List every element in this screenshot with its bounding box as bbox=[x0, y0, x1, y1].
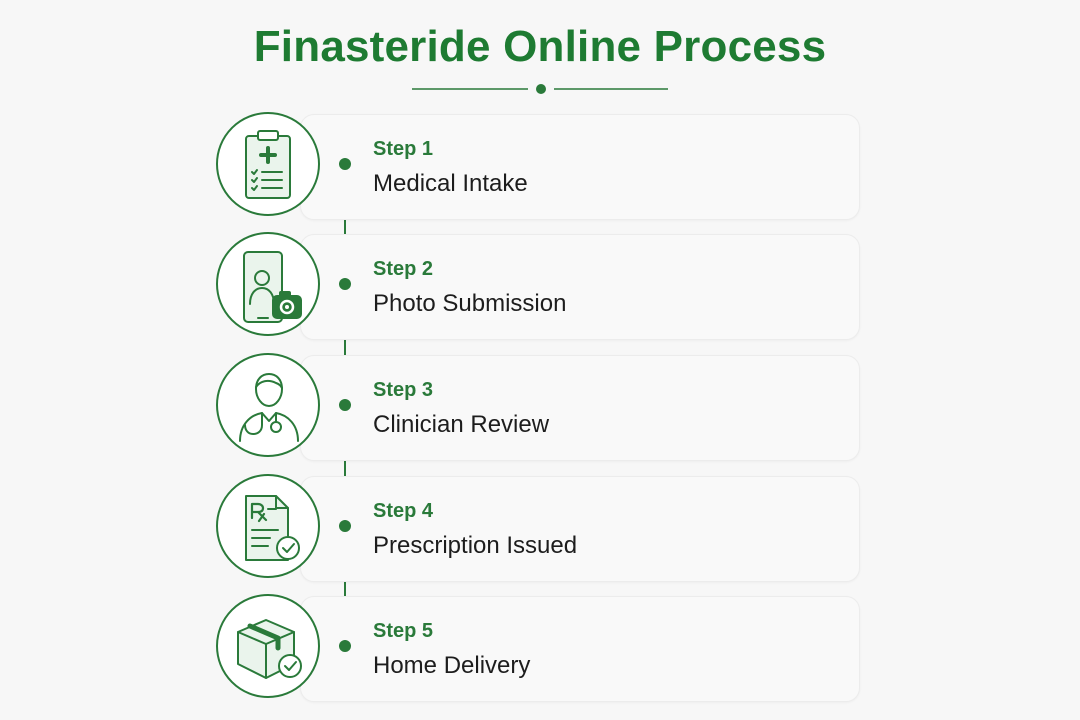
step-number: Step 1 bbox=[373, 138, 434, 160]
step-number: Step 5 bbox=[373, 620, 434, 642]
title-divider bbox=[412, 84, 668, 94]
step-card bbox=[300, 114, 860, 220]
step-3: Step 3 Clinician Review bbox=[0, 353, 1080, 461]
step-title: Photo Submission bbox=[373, 290, 567, 317]
timeline-dot bbox=[339, 520, 351, 532]
timeline-dot bbox=[339, 278, 351, 290]
step-2: Step 2 Photo Submission bbox=[0, 232, 1080, 340]
step-number: Step 2 bbox=[373, 258, 434, 280]
icon-circle bbox=[216, 474, 320, 578]
timeline-dot bbox=[339, 158, 351, 170]
timeline-dot bbox=[339, 640, 351, 652]
icon-circle bbox=[216, 594, 320, 698]
package-check-icon bbox=[237, 619, 302, 679]
step-title: Home Delivery bbox=[373, 652, 531, 679]
step-card bbox=[300, 596, 860, 702]
step-card bbox=[300, 355, 860, 461]
icon-circle bbox=[216, 112, 320, 216]
step-title: Medical Intake bbox=[373, 170, 528, 197]
doctor-stethoscope-icon bbox=[239, 373, 299, 442]
step-title: Clinician Review bbox=[373, 411, 550, 438]
prescription-document-icon bbox=[245, 495, 300, 561]
step-5: Step 5 Home Delivery bbox=[0, 594, 1080, 702]
step-number: Step 4 bbox=[373, 500, 434, 522]
icon-circle bbox=[216, 353, 320, 457]
page-title: Finasteride Online Process bbox=[253, 22, 827, 71]
phone-camera-icon bbox=[243, 251, 302, 323]
step-card bbox=[300, 234, 860, 340]
timeline-dot bbox=[339, 399, 351, 411]
icon-circle bbox=[216, 232, 320, 336]
step-number: Step 3 bbox=[373, 379, 434, 401]
step-4: Step 4 Prescription Issued bbox=[0, 474, 1080, 582]
step-card bbox=[300, 476, 860, 582]
clipboard-medical-icon bbox=[245, 130, 291, 199]
step-title: Prescription Issued bbox=[373, 532, 578, 559]
step-1: Step 1 Medical Intake bbox=[0, 112, 1080, 220]
